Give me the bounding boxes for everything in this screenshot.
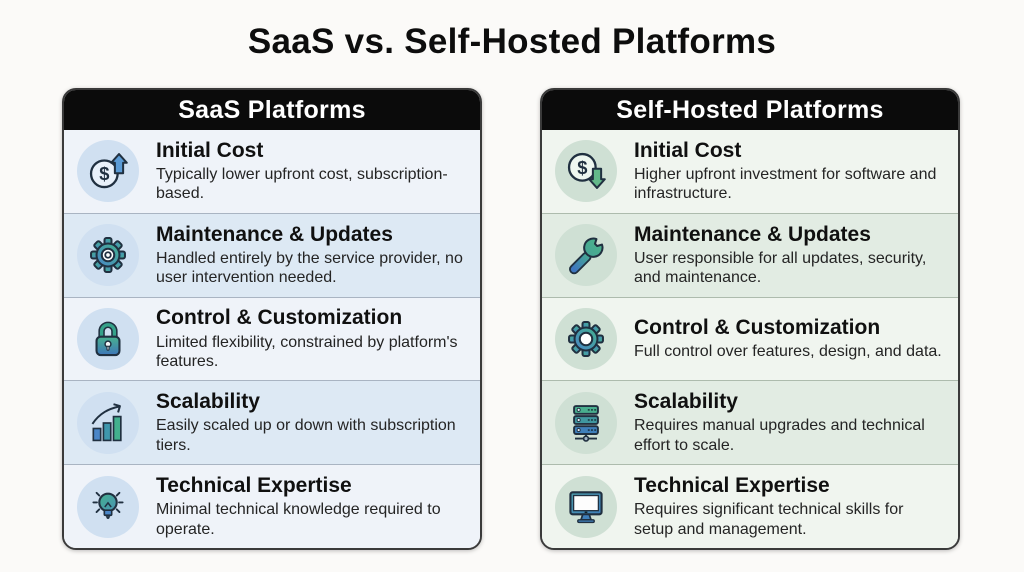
row-saas-initial-cost: $ Initial Cost Typically lower upfront c… xyxy=(64,130,480,213)
self-hosted-column: Self-Hosted Platforms $ Initial Cost Hig… xyxy=(540,88,960,550)
row-title: Initial Cost xyxy=(634,138,742,162)
row-saas-scalability: Scalability Easily scaled up or down wit… xyxy=(64,380,480,465)
row-description: Minimal technical knowledge required to … xyxy=(156,501,441,538)
row-selfhosted-control: Control & Customization Full control ove… xyxy=(542,296,958,381)
row-text: Maintenance & Updates User responsible f… xyxy=(634,223,946,288)
row-text: Scalability Requires manual upgrades and… xyxy=(634,390,946,455)
row-text: Maintenance & Updates Handled entirely b… xyxy=(156,223,468,288)
dollar-coin-up-arrow-icon: $ xyxy=(77,140,139,203)
gear-icon xyxy=(77,224,139,287)
row-selfhosted-expertise: Technical Expertise Requires significant… xyxy=(542,464,958,548)
row-text: Initial Cost Higher upfront investment f… xyxy=(634,139,946,204)
row-text: Technical Expertise Requires significant… xyxy=(634,474,946,539)
lightbulb-icon xyxy=(77,475,139,538)
saas-column-body: $ Initial Cost Typically lower upfront c… xyxy=(64,130,480,548)
saas-column-header: SaaS Platforms xyxy=(64,90,480,130)
self-hosted-column-title: Self-Hosted Platforms xyxy=(616,95,884,124)
row-description: Higher upfront investment for software a… xyxy=(634,165,937,203)
row-title: Control & Customization xyxy=(156,306,403,330)
row-title: Technical Expertise xyxy=(634,474,830,497)
svg-text:$: $ xyxy=(577,157,587,178)
wrench-icon xyxy=(555,224,617,287)
row-saas-maintenance: Maintenance & Updates Handled entirely b… xyxy=(64,212,480,297)
row-title: Scalability xyxy=(156,390,260,414)
row-description: Handled entirely by the service provider… xyxy=(156,249,463,287)
comparison-cards: SaaS Platforms $ Initial Cost Typically … xyxy=(62,88,960,550)
server-stack-icon xyxy=(555,391,617,454)
svg-text:$: $ xyxy=(99,164,109,185)
row-description: User responsible for all updates, securi… xyxy=(634,249,927,287)
row-description: Requires manual upgrades and technical e… xyxy=(634,417,925,454)
row-description: Typically lower upfront cost, subscripti… xyxy=(156,165,448,203)
row-title: Technical Expertise xyxy=(156,474,352,497)
row-text: Control & Customization Full control ove… xyxy=(634,316,946,362)
row-title: Scalability xyxy=(634,390,738,414)
row-saas-control: Control & Customization Limited flexibil… xyxy=(64,296,480,381)
row-text: Technical Expertise Minimal technical kn… xyxy=(156,474,468,539)
desktop-monitor-icon xyxy=(555,475,617,538)
growth-bar-chart-icon xyxy=(77,391,139,454)
row-description: Requires significant technical skills fo… xyxy=(634,501,904,538)
row-title: Control & Customization xyxy=(634,316,881,340)
row-text: Initial Cost Typically lower upfront cos… xyxy=(156,139,468,204)
row-description: Limited flexibility, constrained by plat… xyxy=(156,333,458,371)
self-hosted-column-body: $ Initial Cost Higher upfront investment… xyxy=(542,130,958,548)
self-hosted-column-header: Self-Hosted Platforms xyxy=(542,90,958,130)
padlock-icon xyxy=(77,307,139,370)
row-title: Maintenance & Updates xyxy=(634,222,871,246)
row-text: Control & Customization Limited flexibil… xyxy=(156,306,468,371)
gear-icon xyxy=(555,307,617,370)
row-text: Scalability Easily scaled up or down wit… xyxy=(156,390,468,455)
row-description: Full control over features, design, and … xyxy=(634,343,942,361)
row-title: Initial Cost xyxy=(156,138,264,162)
row-saas-expertise: Technical Expertise Minimal technical kn… xyxy=(64,464,480,548)
row-description: Easily scaled up or down with subscripti… xyxy=(156,417,456,454)
saas-column: SaaS Platforms $ Initial Cost Typically … xyxy=(62,88,482,550)
row-title: Maintenance & Updates xyxy=(156,222,393,246)
dollar-coin-down-arrow-icon: $ xyxy=(555,140,617,203)
row-selfhosted-maintenance: Maintenance & Updates User responsible f… xyxy=(542,212,958,297)
saas-column-title: SaaS Platforms xyxy=(178,95,366,124)
page-title: SaaS vs. Self-Hosted Platforms xyxy=(247,22,777,61)
row-selfhosted-initial-cost: $ Initial Cost Higher upfront investment… xyxy=(542,130,958,213)
row-selfhosted-scalability: Scalability Requires manual upgrades and… xyxy=(542,380,958,465)
